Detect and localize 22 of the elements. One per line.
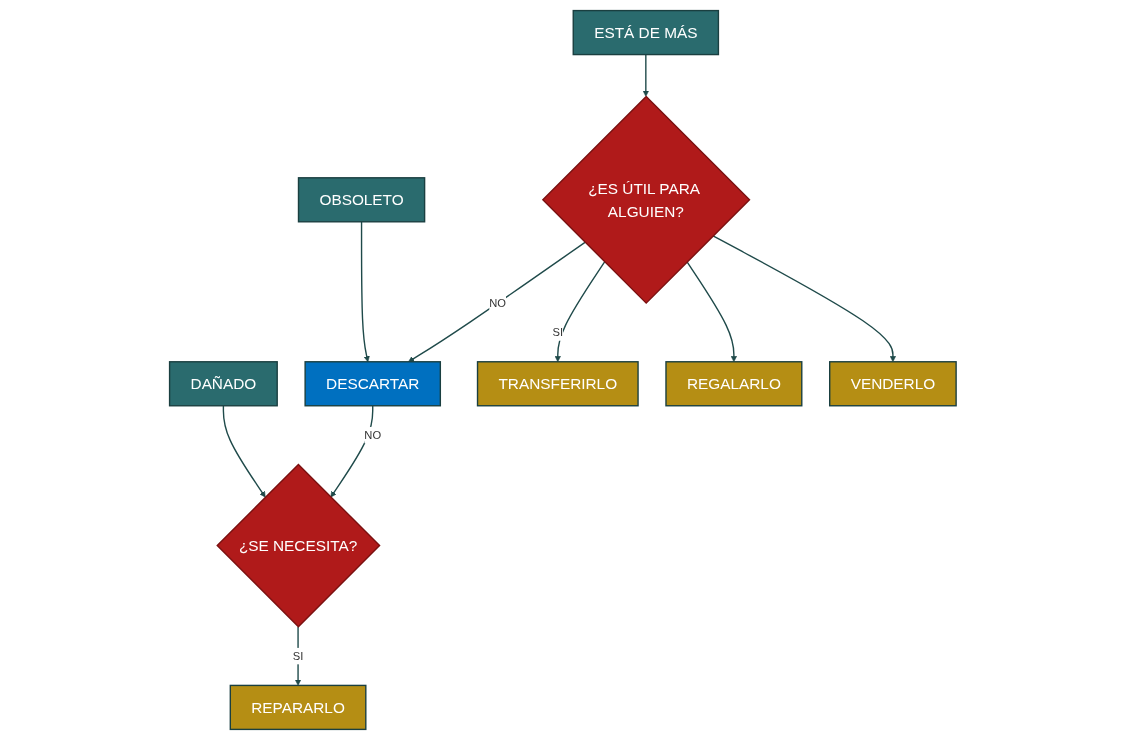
edge-label: NO xyxy=(488,297,506,309)
node-box: TRANSFERIRLO xyxy=(476,361,639,407)
node-box: VENDERLO xyxy=(828,361,957,407)
edge-label: SI xyxy=(292,649,303,662)
node-box: REPARARLO xyxy=(229,684,367,731)
node-box: DESCARTAR xyxy=(304,361,441,407)
arrow xyxy=(642,53,649,97)
node-box: OBSOLETO xyxy=(297,177,425,223)
arrow xyxy=(360,221,370,363)
arrow xyxy=(222,405,266,498)
edge-label: SI xyxy=(552,326,563,339)
node-diamond: ¿SE NECESITA? xyxy=(215,463,381,628)
edge-label: NO xyxy=(363,428,381,441)
arrow xyxy=(554,261,605,363)
arrow xyxy=(407,241,586,363)
node-box: REGALARLO xyxy=(664,361,803,407)
arrow xyxy=(712,235,896,363)
node-box: DAÑADO xyxy=(168,361,278,407)
node-box: ESTÁ DE MÁS xyxy=(572,9,719,56)
arrow xyxy=(686,261,737,363)
arrow xyxy=(330,405,374,498)
node-diamond: ¿ES ÚTIL PARA ALGUIEN? xyxy=(541,95,751,305)
